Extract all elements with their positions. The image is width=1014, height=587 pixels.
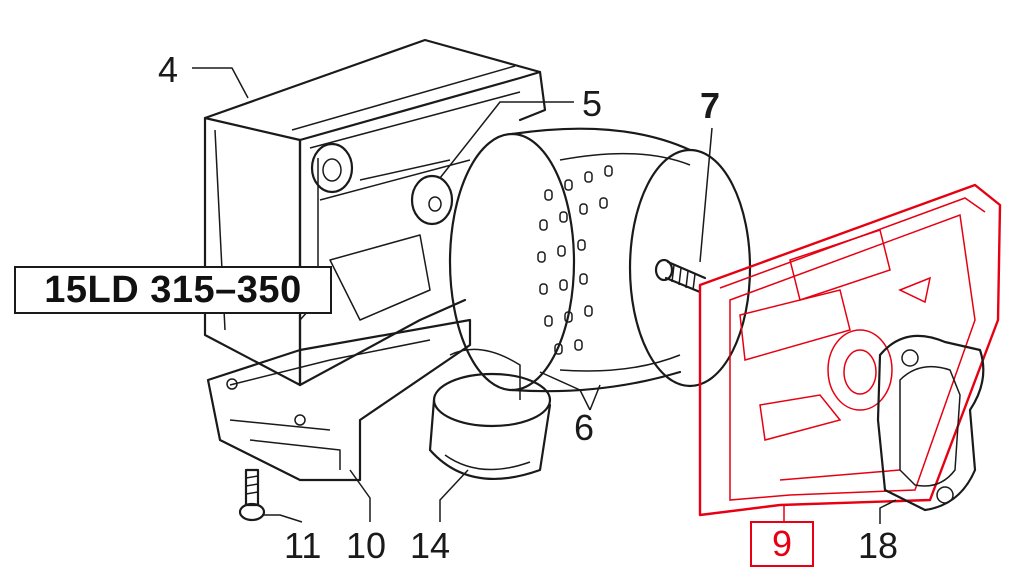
- part-18-gasket: [876, 334, 985, 512]
- callout-11: 11: [284, 525, 321, 566]
- part-4-housing-cover: [203, 38, 547, 387]
- part-9-precleaner-plate: [698, 183, 1002, 517]
- callout-4: 4: [158, 49, 178, 90]
- part-6-filter-cartridge: [448, 127, 752, 393]
- part-11-screw: [238, 468, 266, 522]
- model-label: 15LD 315–350: [14, 266, 332, 314]
- callout-14: 14: [410, 525, 450, 566]
- highlighted-part-callout: 9: [750, 521, 814, 567]
- part-5-washer: [410, 174, 454, 226]
- callout-18: 18: [858, 525, 898, 566]
- callout-6: 6: [574, 407, 594, 448]
- leader-lines: [192, 67, 897, 524]
- callout-10: 10: [346, 525, 386, 566]
- callout-5: 5: [582, 83, 602, 124]
- callout-7: 7: [700, 85, 720, 126]
- part-14-intake-elbow: [428, 348, 552, 480]
- part-10-base: [206, 318, 472, 482]
